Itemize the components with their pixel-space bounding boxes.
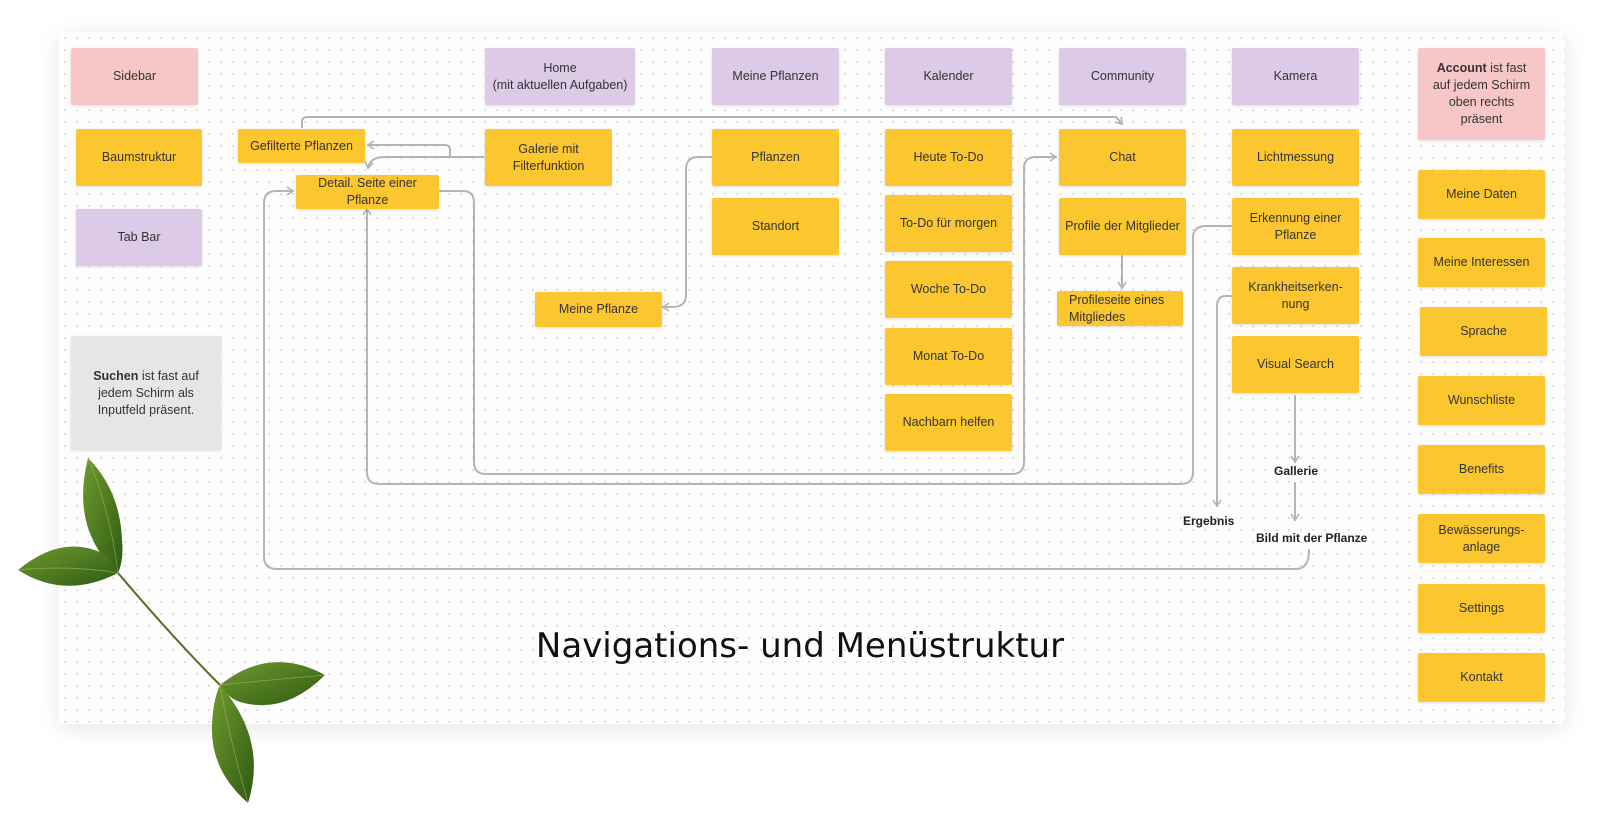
node-erkennung-pflanze: Erkennung einer Pflanze [1232, 198, 1359, 255]
arrow-gefilterte-to-chat [301, 116, 1123, 128]
arrow-krankheit-to-ergebnis [1212, 295, 1232, 508]
node-lichtmessung: Lichtmessung [1232, 129, 1359, 186]
tab-home: Home (mit aktuellen Aufgaben) [485, 48, 635, 105]
account-sprache: Sprache [1420, 307, 1547, 356]
tab-kamera: Kamera [1232, 48, 1359, 105]
node-gefilterte-pflanzen: Gefilterte Pflanzen [238, 129, 365, 163]
leaf-branch-decoration [17, 457, 326, 804]
account-meine-interessen: Meine Interessen [1418, 238, 1545, 287]
account-wunschliste: Wunschliste [1418, 376, 1545, 425]
account-note-bold: Account [1436, 61, 1487, 75]
account-note-text: ist fast auf jedem Schirm oben rechts pr… [1432, 61, 1531, 126]
node-detail-seite: Detail. Seite einer Pflanze [296, 175, 439, 209]
account-meine-daten: Meine Daten [1418, 170, 1545, 219]
node-monat-todo: Monat To-Do [885, 328, 1012, 385]
tab-community: Community [1059, 48, 1186, 105]
account-note: Account ist fast auf jedem Schirm oben r… [1418, 48, 1545, 140]
arrow-erkennung-to-detail [362, 207, 1232, 485]
legend-tab-bar: Tab Bar [76, 209, 202, 266]
label-bild-mit-pflanze: Bild mit der Pflanze [1256, 531, 1368, 545]
node-nachbarn-helfen: Nachbarn helfen [885, 394, 1012, 451]
legend-sidebar: Sidebar [71, 48, 198, 105]
node-woche-todo: Woche To-Do [885, 261, 1012, 318]
tab-kalender: Kalender [885, 48, 1012, 105]
account-settings: Settings [1418, 584, 1545, 633]
node-todo-morgen: To-Do für morgen [885, 195, 1012, 252]
node-meine-pflanze: Meine Pflanze [535, 292, 662, 327]
search-note: Suchen ist fast auf jedem Schirm als Inp… [71, 336, 221, 450]
node-heute-todo: Heute To-Do [885, 129, 1012, 186]
arrow-galerie-to-gefilterte [366, 140, 484, 158]
arrow-detail-to-chat [439, 152, 1058, 475]
node-visual-search: Visual Search [1232, 336, 1359, 393]
node-chat: Chat [1059, 129, 1186, 186]
node-pflanzen: Pflanzen [712, 129, 839, 186]
arrow-bild-to-detail [263, 186, 1310, 570]
arrow-pflanzen-to-meine-pflanze [661, 156, 712, 312]
search-note-text: ist fast auf jedem Schirm als Inputfeld … [97, 368, 199, 417]
search-note-bold: Suchen [93, 368, 139, 383]
legend-baumstruktur: Baumstruktur [76, 129, 202, 186]
node-galerie-filterfunktion: Galerie mit Filterfunktion [485, 129, 612, 186]
label-ergebnis: Ergebnis [1183, 514, 1235, 528]
node-krankheitserkennung: Krankheitserken- nung [1232, 267, 1359, 324]
arrow-galerie-to-detail [364, 156, 484, 170]
account-kontakt: Kontakt [1418, 653, 1545, 702]
node-profile-mitglieder: Profile der Mitglieder [1059, 198, 1186, 255]
tab-meine-pflanzen: Meine Pflanzen [712, 48, 839, 105]
diagram-title: Navigations- und Menüstruktur [535, 626, 1065, 666]
account-benefits: Benefits [1418, 445, 1545, 494]
node-profileseite-mitglied: Profileseite eines Mitgliedes [1057, 291, 1183, 326]
label-gallerie: Gallerie [1274, 464, 1319, 478]
account-bewaesserungsanlage: Bewässerungs- anlage [1418, 514, 1545, 563]
node-standort: Standort [712, 198, 839, 255]
